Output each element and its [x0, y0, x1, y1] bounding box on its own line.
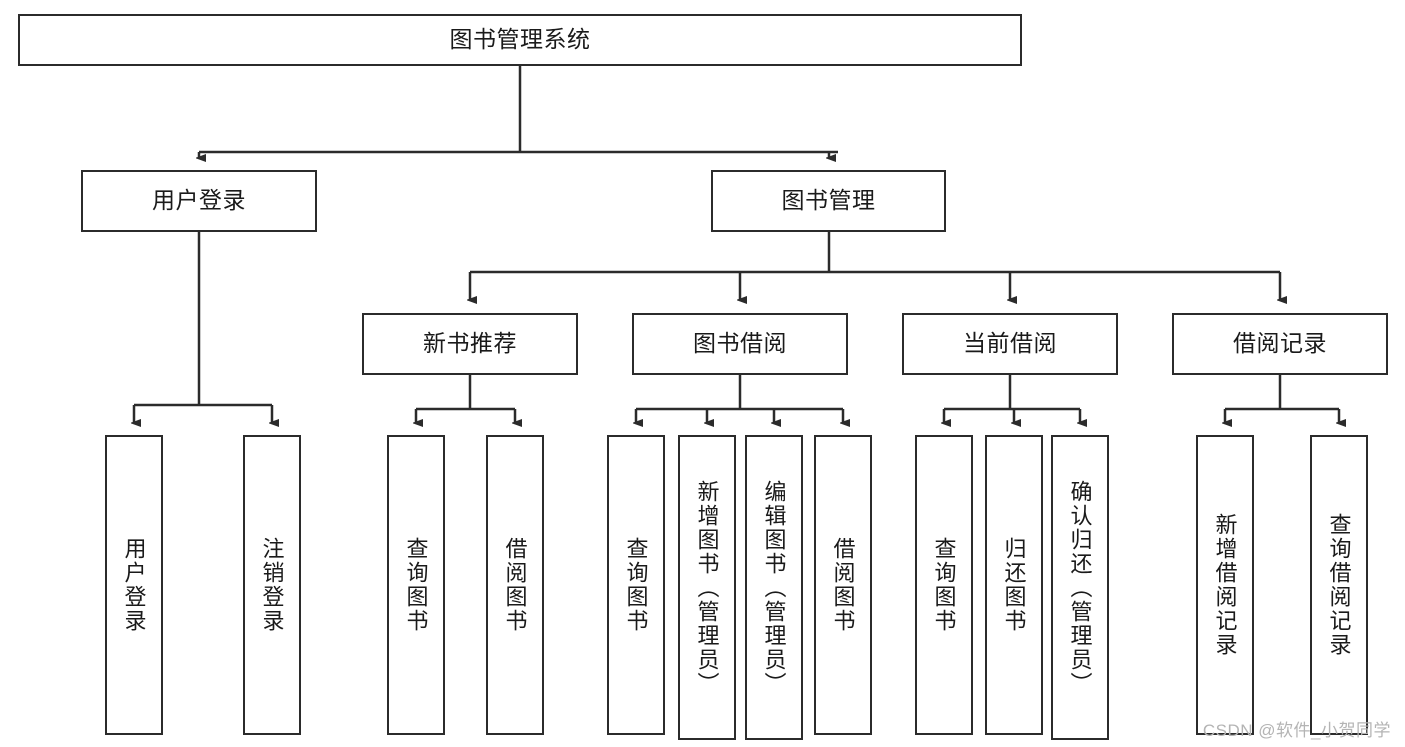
node-leaf-logout[interactable]: 注销登录: [243, 435, 301, 735]
node-book-borrow-label: 图书借阅: [693, 330, 787, 357]
node-leaf-query-book-1-label: 查询图书: [403, 537, 429, 633]
node-user-login-label: 用户登录: [152, 187, 246, 214]
node-leaf-query-record[interactable]: 查询借阅记录: [1310, 435, 1368, 735]
node-leaf-confirm-return[interactable]: 确认归还（管理员）: [1051, 435, 1109, 740]
node-root-label: 图书管理系统: [449, 26, 591, 53]
node-current-borrow-label: 当前借阅: [963, 330, 1057, 357]
node-new-book-rec[interactable]: 新书推荐: [362, 313, 578, 375]
node-leaf-add-book-label: 新增图书（管理员）: [694, 479, 720, 696]
node-leaf-borrow-book-2[interactable]: 借阅图书: [814, 435, 872, 735]
node-book-manage[interactable]: 图书管理: [711, 170, 946, 232]
node-leaf-borrow-book-2-label: 借阅图书: [830, 537, 856, 633]
node-leaf-edit-book[interactable]: 编辑图书（管理员）: [745, 435, 803, 740]
node-leaf-add-book[interactable]: 新增图书（管理员）: [678, 435, 736, 740]
node-book-manage-label: 图书管理: [781, 187, 876, 214]
node-leaf-query-book-2[interactable]: 查询图书: [607, 435, 665, 735]
node-leaf-query-record-label: 查询借阅记录: [1326, 513, 1352, 657]
node-user-login[interactable]: 用户登录: [81, 170, 317, 232]
node-leaf-borrow-book-1-label: 借阅图书: [502, 537, 528, 633]
node-leaf-query-book-1[interactable]: 查询图书: [387, 435, 445, 735]
node-leaf-confirm-return-label: 确认归还（管理员）: [1067, 479, 1093, 696]
node-leaf-user-login[interactable]: 用户登录: [105, 435, 163, 735]
watermark: CSDN @软件_小贺同学: [1202, 721, 1391, 740]
node-current-borrow[interactable]: 当前借阅: [902, 313, 1118, 375]
node-leaf-borrow-book-1[interactable]: 借阅图书: [486, 435, 544, 735]
node-leaf-add-record-label: 新增借阅记录: [1212, 513, 1238, 657]
node-leaf-query-book-2-label: 查询图书: [623, 537, 649, 633]
node-leaf-return-book-label: 归还图书: [1001, 537, 1027, 633]
node-leaf-add-record[interactable]: 新增借阅记录: [1196, 435, 1254, 735]
node-leaf-return-book[interactable]: 归还图书: [985, 435, 1043, 735]
node-borrow-record[interactable]: 借阅记录: [1172, 313, 1388, 375]
node-borrow-record-label: 借阅记录: [1233, 330, 1327, 357]
node-leaf-edit-book-label: 编辑图书（管理员）: [761, 479, 787, 696]
node-leaf-query-book-3-label: 查询图书: [931, 537, 957, 633]
node-root[interactable]: 图书管理系统: [18, 14, 1022, 66]
node-leaf-logout-label: 注销登录: [259, 537, 285, 633]
node-leaf-query-book-3[interactable]: 查询图书: [915, 435, 973, 735]
node-new-book-rec-label: 新书推荐: [423, 330, 517, 357]
node-leaf-user-login-label: 用户登录: [121, 537, 147, 633]
node-book-borrow[interactable]: 图书借阅: [632, 313, 848, 375]
